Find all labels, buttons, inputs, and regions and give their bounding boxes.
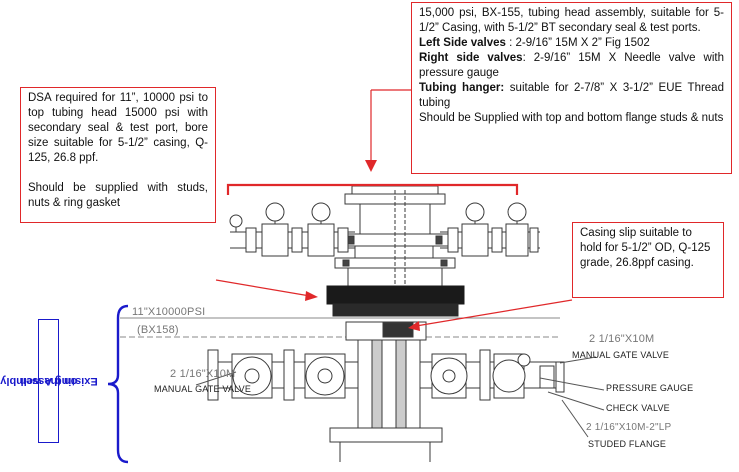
flange-rating-label: 11"X10000PSI [132, 306, 206, 318]
left-valves-line: Left Side valves : 2-9/16” 15M X 2” Fig … [419, 37, 650, 49]
right-valve-name-label: MANUAL GATE VALVE [572, 350, 670, 360]
left-valve-name-label: MANUAL GATE VALVE [154, 384, 252, 394]
hanger-line: Tubing hanger: suitable for 2-7/8” X 3-1… [419, 82, 724, 109]
studded-flange-label: STUDED FLANGE [588, 439, 667, 449]
existing-brace [107, 304, 129, 464]
left-valve-size-label: 2 1/16"X10M [170, 368, 236, 380]
dsa-supply-text: Should be supplied with studs, nuts & ri… [28, 182, 208, 209]
supply-line: Should be Supplied with top and bottom f… [419, 112, 724, 124]
callout-casing-slip: Casing slip suitable to hold for 5-1/2” … [572, 222, 724, 298]
lower-existing-assembly [120, 317, 565, 462]
red-bracket [226, 183, 519, 195]
dsa-text: DSA required for 11”, 10000 psi to top t… [28, 92, 208, 164]
right-valves-line: Right side valves: 2-9/16” 15M X Needle … [419, 52, 724, 79]
spec-line: 15,000 psi, BX-155, tubing head assembly… [419, 7, 724, 34]
callout-arrows [215, 89, 573, 331]
drawing-leader-lines [195, 356, 605, 438]
check-valve-label: CHECK VALVE [606, 403, 670, 413]
right-valve-size-label: 2 1/16"X10M [589, 333, 655, 345]
callout-tubing-head-spec: 15,000 psi, BX-155, tubing head assembly… [411, 2, 732, 174]
upper-right-valves [440, 202, 540, 257]
upper-tubing-head-assembly [334, 185, 456, 290]
pressure-gauge-label: PRESSURE GAUGE [606, 383, 694, 393]
studded-size-label: 2 1/16"X10M-2"LP [586, 422, 672, 433]
upper-left-valves [229, 202, 355, 257]
callout-dsa-spec: DSA required for 11”, 10000 psi to top t… [20, 87, 216, 223]
casing-slip-text: Casing slip suitable to hold for 5-1/2” … [580, 227, 711, 269]
ring-gasket-label: (BX158) [137, 324, 179, 336]
black-flange [326, 285, 465, 305]
